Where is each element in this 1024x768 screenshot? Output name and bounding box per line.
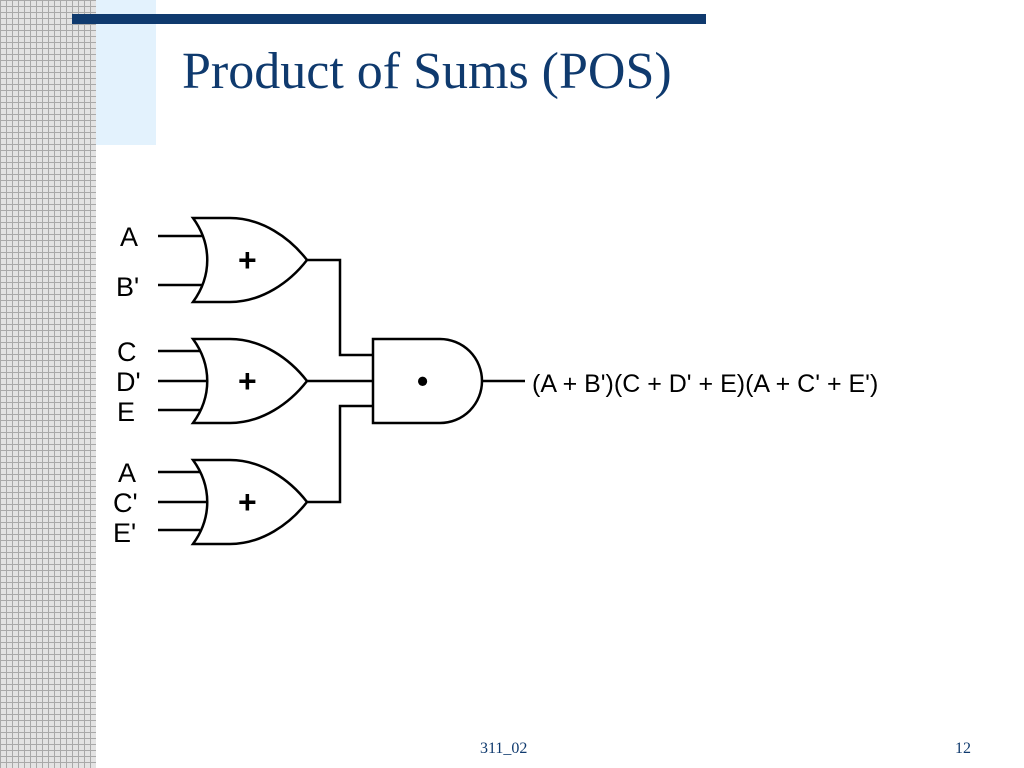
or-gate-1 — [190, 216, 309, 304]
or-symbol: + — [238, 363, 257, 399]
input-label: B' — [116, 272, 139, 302]
slide-title: Product of Sums (POS) — [182, 43, 672, 100]
input-label: A — [120, 222, 138, 252]
or-gate-3 — [190, 458, 309, 546]
accent-box — [96, 0, 156, 145]
input-label: E' — [113, 518, 136, 548]
or-symbol: + — [238, 484, 257, 520]
input-label: A — [118, 458, 136, 488]
grid-pattern-strip — [0, 0, 96, 768]
input-label: C' — [113, 488, 138, 518]
title-rule — [72, 14, 706, 24]
input-label: C — [117, 337, 137, 367]
or-gate-2 — [190, 337, 309, 425]
and-symbol: • — [417, 363, 428, 399]
wire-g3-to-and — [307, 404, 373, 504]
output-expression: (A + B')(C + D' + E)(A + C' + E') — [532, 370, 878, 398]
footer-course-code: 311_02 — [480, 740, 528, 757]
input-label: D' — [116, 367, 141, 397]
wire-g1-to-and — [307, 258, 373, 357]
footer-page-number: 12 — [955, 740, 971, 757]
input-label: E — [117, 397, 135, 427]
or-symbol: + — [238, 242, 257, 278]
and-gate — [371, 337, 484, 425]
